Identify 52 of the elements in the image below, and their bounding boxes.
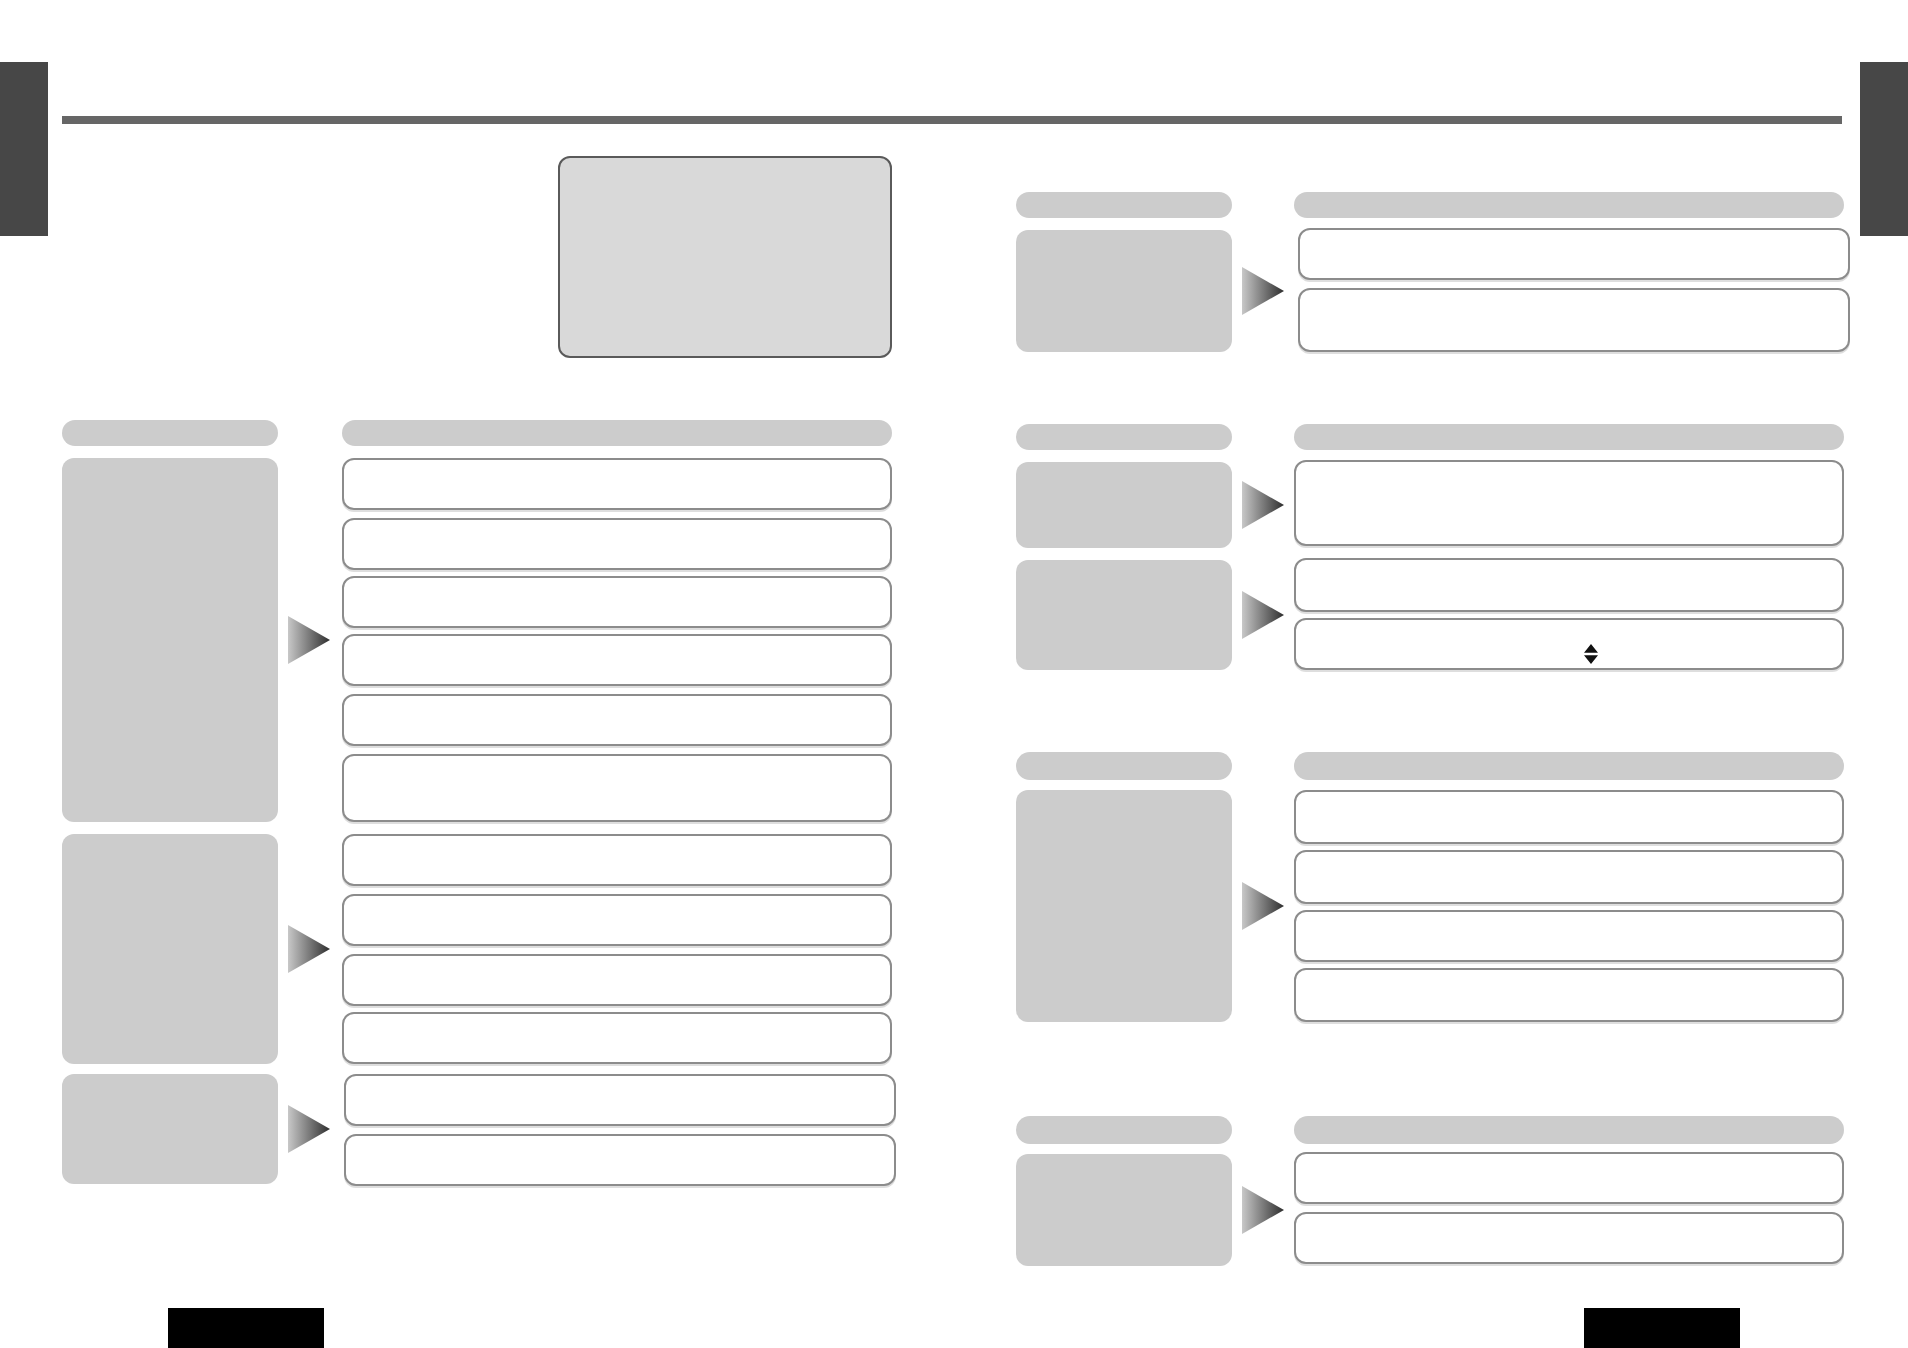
shaded-panel bbox=[1016, 462, 1232, 548]
arrow bbox=[288, 1105, 330, 1153]
shaded-panel bbox=[1016, 560, 1232, 670]
shaded-panel bbox=[62, 834, 278, 1064]
shaded-panel bbox=[1016, 230, 1232, 352]
outlined-box bbox=[1294, 1212, 1844, 1264]
header-bar bbox=[1294, 192, 1844, 218]
arrow bbox=[1242, 882, 1284, 930]
outlined-box bbox=[1294, 1152, 1844, 1204]
outlined-box bbox=[1294, 968, 1844, 1022]
shaded-panel bbox=[62, 1074, 278, 1184]
header-bar bbox=[342, 420, 892, 446]
side-tab bbox=[1860, 62, 1908, 236]
outlined-box bbox=[342, 694, 892, 746]
header-bar bbox=[1294, 1116, 1844, 1144]
arrow bbox=[1242, 481, 1284, 529]
outlined-box bbox=[342, 518, 892, 570]
header-bar bbox=[1016, 752, 1232, 780]
outlined-box bbox=[1298, 228, 1850, 280]
outlined-box bbox=[342, 576, 892, 628]
outlined-box bbox=[344, 1074, 896, 1126]
shaded-panel bbox=[1016, 790, 1232, 1022]
arrow bbox=[1242, 591, 1284, 639]
outlined-box bbox=[342, 458, 892, 510]
header-bar bbox=[1016, 192, 1232, 218]
outlined-box bbox=[1294, 790, 1844, 844]
outlined-box bbox=[342, 634, 892, 686]
outlined-box bbox=[344, 1134, 896, 1186]
outlined-box bbox=[1298, 288, 1850, 352]
outlined-box bbox=[342, 834, 892, 886]
outlined-box bbox=[342, 894, 892, 946]
arrow bbox=[288, 925, 330, 973]
outlined-box bbox=[1294, 460, 1844, 546]
outlined-box bbox=[1294, 618, 1844, 670]
arrow bbox=[288, 616, 330, 664]
outlined-box bbox=[342, 1012, 892, 1064]
header-bar bbox=[62, 420, 278, 446]
outlined-box bbox=[342, 954, 892, 1006]
arrow bbox=[1242, 267, 1284, 315]
outlined-box bbox=[1294, 850, 1844, 904]
header-bar bbox=[1016, 1116, 1232, 1144]
header-bar bbox=[1294, 424, 1844, 450]
outlined-box bbox=[342, 754, 892, 822]
note-panel bbox=[558, 156, 892, 358]
shaded-panel bbox=[62, 458, 278, 822]
outlined-box bbox=[1294, 910, 1844, 962]
outlined-box bbox=[1294, 558, 1844, 612]
header-bar bbox=[1294, 752, 1844, 780]
header-bar bbox=[1016, 424, 1232, 450]
side-tab bbox=[0, 62, 48, 236]
arrow bbox=[1242, 1186, 1284, 1234]
shaded-panel bbox=[1016, 1154, 1232, 1266]
